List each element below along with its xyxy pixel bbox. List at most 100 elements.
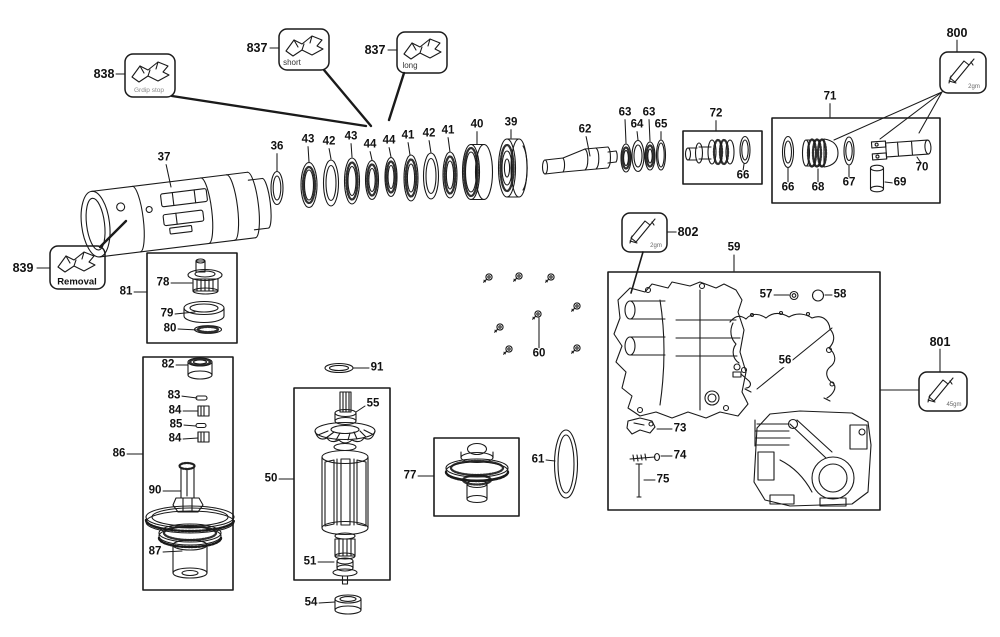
part-label-39: 39 xyxy=(503,116,519,129)
callout-box-801 xyxy=(918,371,968,412)
part-label-81: 81 xyxy=(118,285,134,298)
part-label-61: 61 xyxy=(530,453,546,466)
oring-67 xyxy=(843,136,855,166)
sleeve-40 xyxy=(461,143,494,201)
part-label-79: 79 xyxy=(159,307,175,320)
part-label-80: 80 xyxy=(162,322,178,335)
part-label-50: 50 xyxy=(263,472,279,485)
pin-75 xyxy=(635,463,643,498)
bearing-39 xyxy=(497,138,528,198)
group-box-86 xyxy=(142,356,234,591)
part-label-75: 75 xyxy=(655,473,671,486)
ring-42-b xyxy=(422,152,440,200)
callout-caption-grip-stop: Grdip stop xyxy=(134,86,164,94)
leader-lines xyxy=(36,38,958,604)
oring-61 xyxy=(553,429,579,499)
part-label-37: 37 xyxy=(156,151,172,164)
oring-91 xyxy=(324,362,354,374)
callout-caption-2gm-802: 2gm xyxy=(650,243,662,249)
piston-assembly-72 xyxy=(684,138,735,166)
part-label-74: 74 xyxy=(672,449,688,462)
part-label-36: 36 xyxy=(269,140,285,153)
part-label-63b: 63 xyxy=(641,106,657,119)
part-label-68: 68 xyxy=(810,181,826,194)
callout-caption-2gm-800: 2gm xyxy=(968,84,980,90)
group-box-81 xyxy=(146,252,238,344)
part-label-56: 56 xyxy=(777,354,793,367)
gear-87 xyxy=(144,505,236,579)
part-label-73: 73 xyxy=(672,422,688,435)
ring-63-b xyxy=(644,141,656,171)
screw-74 xyxy=(629,452,661,462)
part-label-67: 67 xyxy=(841,176,857,189)
part-label-84a: 84 xyxy=(167,404,183,417)
part-label-44b: 44 xyxy=(381,134,397,147)
group-box-59 xyxy=(607,271,881,511)
part-label-839: 839 xyxy=(11,260,35,275)
oring-36 xyxy=(270,170,284,206)
callout-box-838 xyxy=(124,53,176,98)
bracket-73 xyxy=(626,417,656,435)
part-label-91: 91 xyxy=(369,361,385,374)
part-label-84b: 84 xyxy=(167,432,183,445)
ring-42-a xyxy=(322,159,340,207)
screw-set-60 xyxy=(483,272,581,355)
part-label-43a: 43 xyxy=(300,133,316,146)
ring-43-b xyxy=(343,157,361,205)
part-label-72: 72 xyxy=(708,107,724,120)
sleeve-54 xyxy=(334,594,362,615)
callout-caption-removal: Removal xyxy=(57,276,97,288)
part-label-70: 70 xyxy=(914,161,930,174)
group-box-72 xyxy=(682,130,763,185)
part-label-77: 77 xyxy=(402,469,418,482)
ring-44-a xyxy=(364,159,380,201)
screw-57 xyxy=(789,290,799,301)
part-label-58: 58 xyxy=(832,288,848,301)
part-label-59: 59 xyxy=(726,241,742,254)
group-box-71 xyxy=(771,117,941,204)
ring-63-a xyxy=(620,143,632,173)
part-label-40: 40 xyxy=(469,118,485,131)
part-label-838: 838 xyxy=(92,66,116,81)
crankcase-housing xyxy=(613,281,749,419)
ring-44-b xyxy=(384,156,398,198)
callout-box-800 xyxy=(939,51,987,94)
part-label-43b: 43 xyxy=(343,130,359,143)
cylinder-69 xyxy=(869,164,885,193)
part-label-44a: 44 xyxy=(362,138,378,151)
group-box-77 xyxy=(433,437,520,517)
cylinder-barrel-37 xyxy=(80,171,272,258)
block-84-b xyxy=(197,431,210,443)
gear-housing xyxy=(753,410,872,507)
callout-caption-short: short xyxy=(283,58,301,67)
part-label-83: 83 xyxy=(166,389,182,402)
part-label-87: 87 xyxy=(147,545,163,558)
ring-41-b xyxy=(442,151,458,199)
part-label-69: 69 xyxy=(892,176,908,189)
piston-68 xyxy=(801,138,839,168)
part-label-78: 78 xyxy=(155,276,171,289)
shaft-90 xyxy=(172,461,204,513)
part-label-66b: 66 xyxy=(780,181,796,194)
callout-box-837-long xyxy=(396,31,448,74)
part-label-51: 51 xyxy=(302,555,318,568)
pin-85 xyxy=(195,422,207,429)
callout-caption-45gm-801: 45gm xyxy=(946,402,962,408)
part-label-90: 90 xyxy=(147,484,163,497)
part-label-62: 62 xyxy=(577,123,593,136)
callout-caption-long: long xyxy=(402,61,418,70)
part-label-57: 57 xyxy=(758,288,774,301)
armature-assembly xyxy=(314,391,376,585)
part-label-85: 85 xyxy=(168,418,184,431)
connecting-rod-70 xyxy=(870,139,932,161)
part-label-63a: 63 xyxy=(617,106,633,119)
gear-78 xyxy=(187,258,223,295)
part-label-802: 802 xyxy=(676,224,700,239)
ball-58 xyxy=(811,289,825,302)
pin-83 xyxy=(195,395,208,401)
part-label-41b: 41 xyxy=(440,124,456,137)
part-label-837-short: 837 xyxy=(245,40,269,55)
part-label-66a: 66 xyxy=(735,169,751,182)
part-label-801: 801 xyxy=(928,334,952,349)
